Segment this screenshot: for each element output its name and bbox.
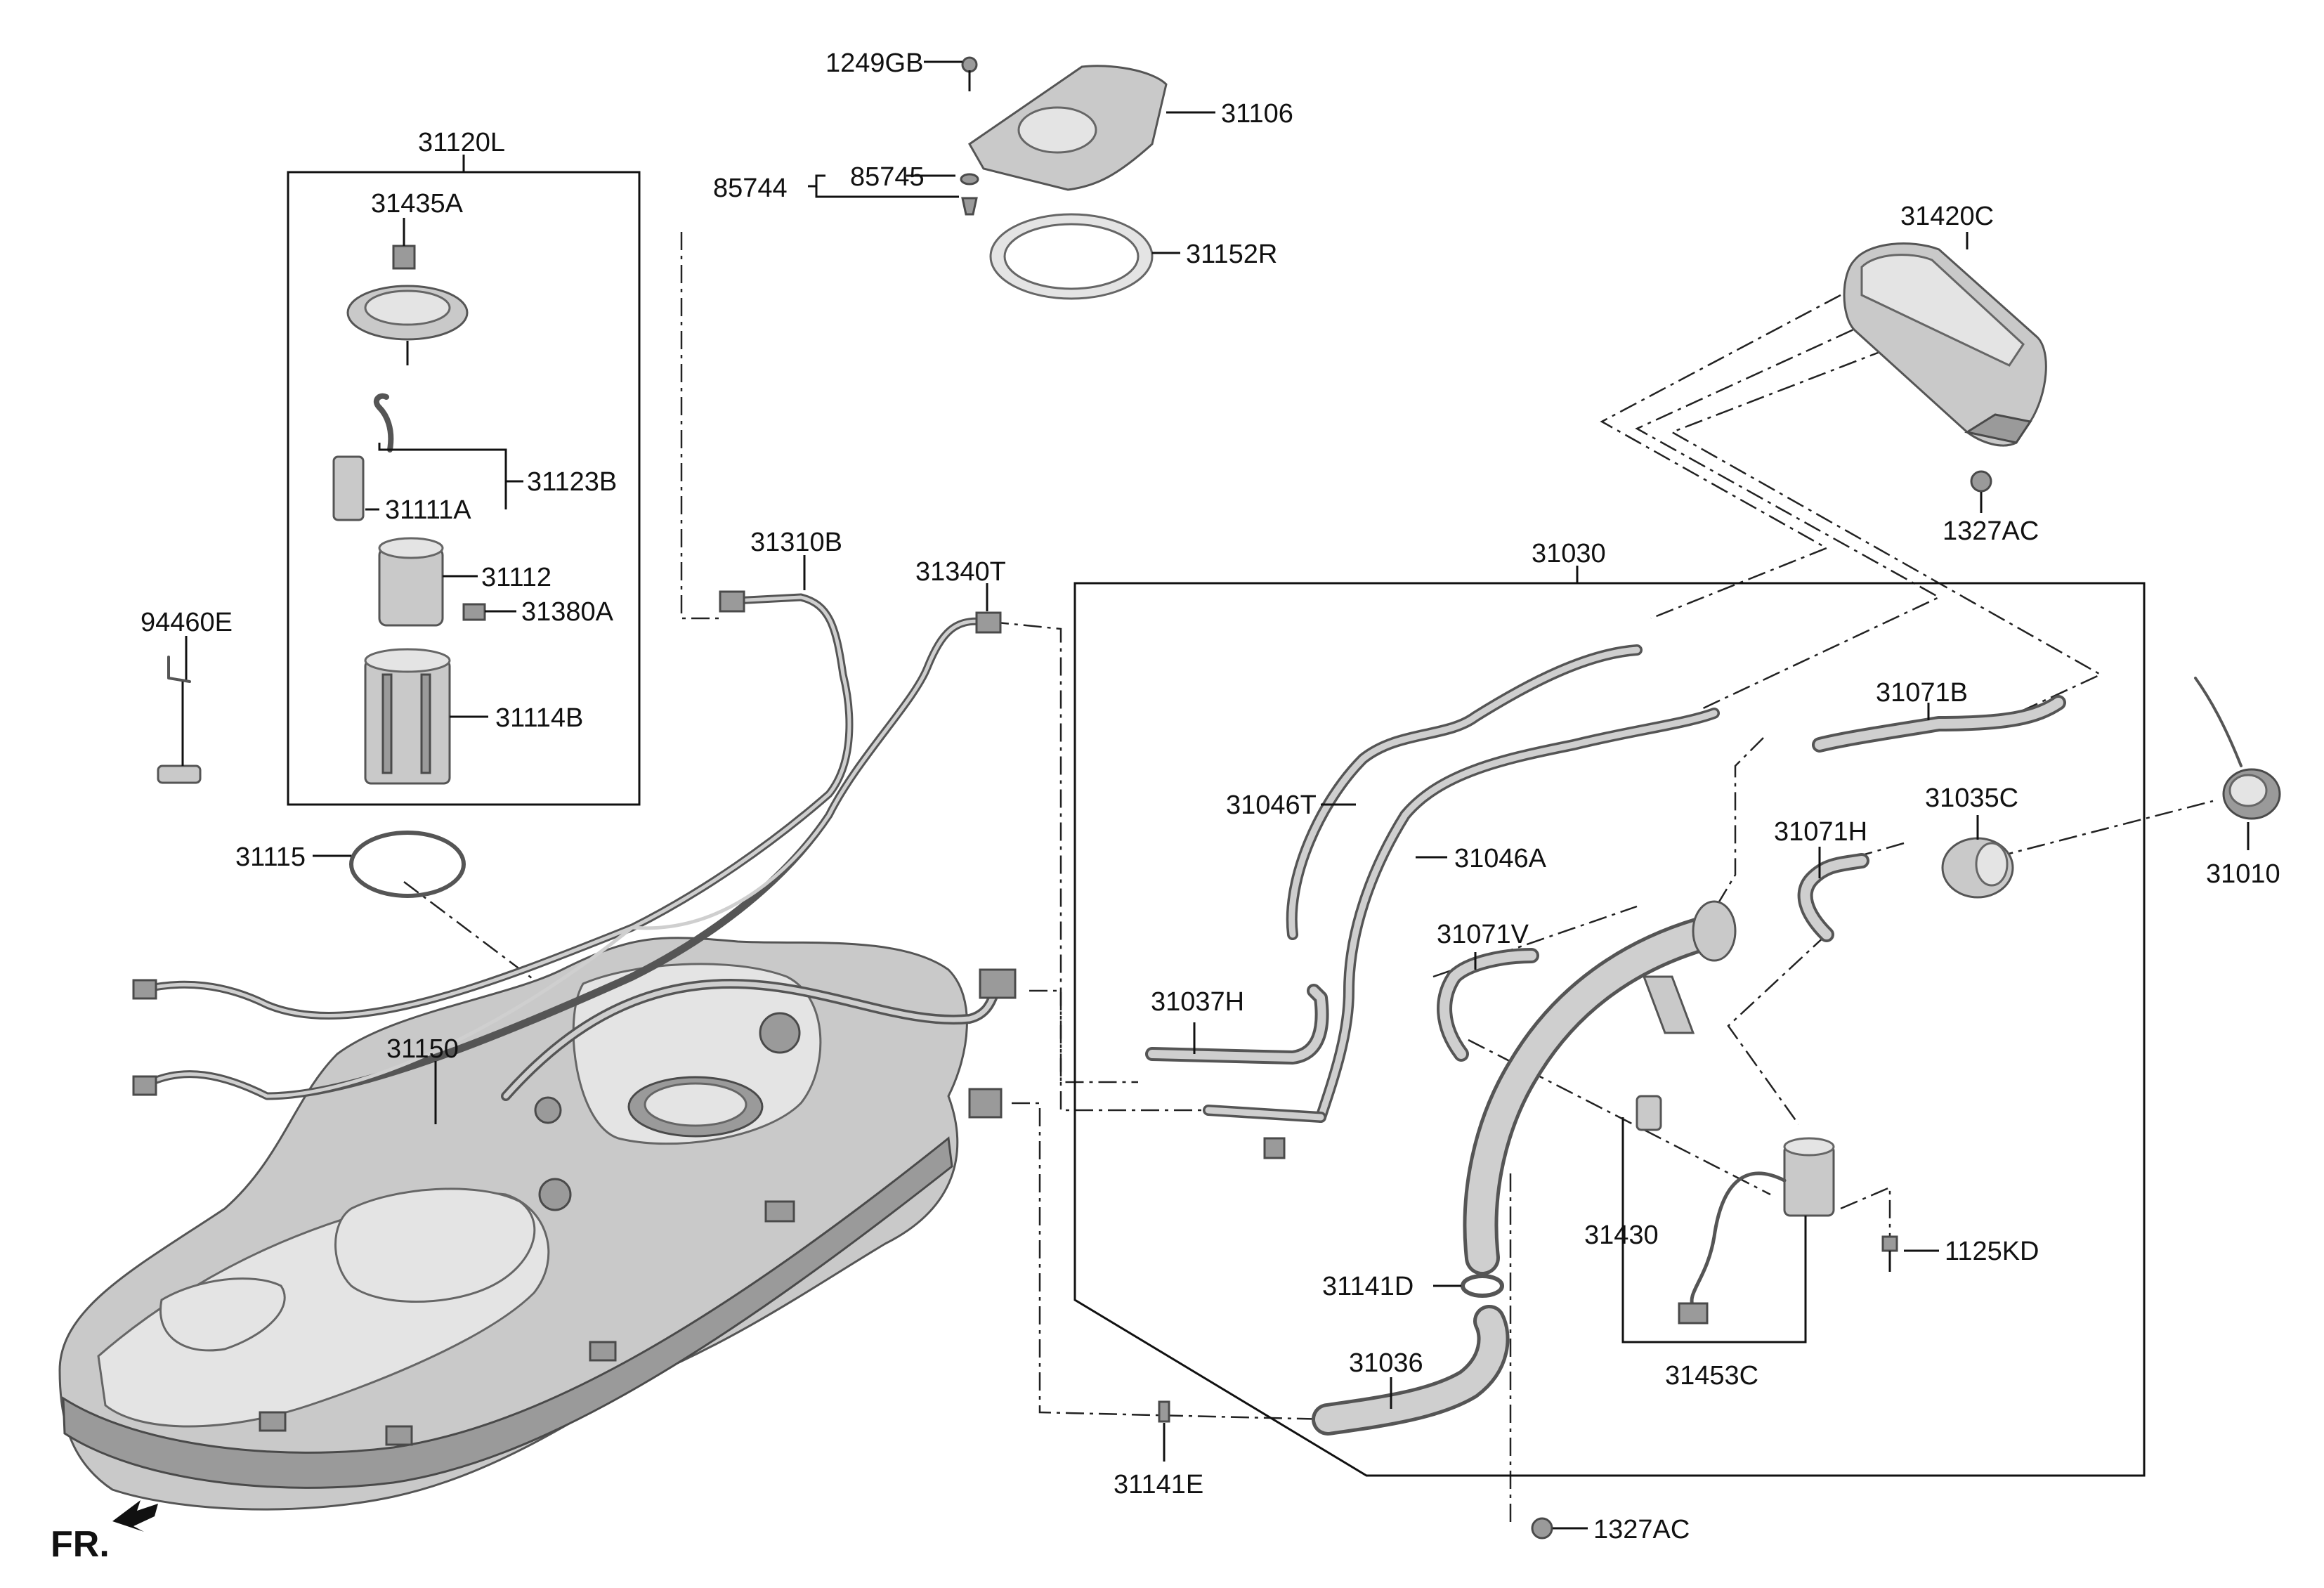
screw-1249GB-head xyxy=(961,56,978,73)
label-31420C: 31420C xyxy=(1900,202,1994,231)
label-94460E: 94460E xyxy=(141,608,233,637)
label-1125KD: 1125KD xyxy=(1945,1237,2039,1266)
label-31152R: 31152R xyxy=(1186,240,1277,269)
part-labels: 1249GB 31106 85744 85745 31152R 31120L 3… xyxy=(141,48,2280,1544)
label-31071H: 31071H xyxy=(1774,817,1867,847)
label-31010: 31010 xyxy=(2206,859,2280,889)
cover-group xyxy=(960,56,1168,300)
label-31071V: 31071V xyxy=(1437,920,1529,949)
label-31150: 31150 xyxy=(386,1034,459,1064)
fuel-level-sender-94460E xyxy=(157,646,202,784)
label-85745: 85745 xyxy=(850,162,925,192)
label-31112: 31112 xyxy=(481,563,551,592)
label-31141D: 31141D xyxy=(1322,1272,1414,1301)
label-31111A: 31111A xyxy=(385,495,471,525)
label-31030: 31030 xyxy=(1532,539,1606,568)
label-1327AC-bottom: 1327AC xyxy=(1593,1515,1690,1544)
label-31310B: 31310B xyxy=(750,528,842,557)
label-1327AC-top: 1327AC xyxy=(1943,516,2039,546)
filler-hoses xyxy=(1145,644,2066,1540)
clip-31141E xyxy=(1158,1400,1170,1423)
label-31141E: 31141E xyxy=(1114,1470,1203,1499)
label-31036: 31036 xyxy=(1349,1348,1423,1378)
label-31115: 31115 xyxy=(235,842,306,872)
orientation-label: FR. xyxy=(51,1524,110,1565)
label-31106: 31106 xyxy=(1221,99,1293,129)
fuel-feed-lines xyxy=(132,590,1002,1100)
label-31123B: 31123B xyxy=(527,467,617,497)
canister-nut-1327AC xyxy=(1970,470,1992,493)
label-31380A: 31380A xyxy=(521,597,614,627)
valve-31430 xyxy=(1636,1095,1662,1131)
label-31046T: 31046T xyxy=(1226,790,1317,820)
leader-lines xyxy=(185,60,2250,1530)
label-85744: 85744 xyxy=(713,174,788,203)
filler-assembly-frame xyxy=(1073,582,2146,1477)
front-direction-indicator: FR. xyxy=(51,1500,158,1565)
tank-o-ring-31115 xyxy=(349,831,466,898)
label-31037H: 31037H xyxy=(1151,987,1244,1017)
label-31071B: 31071B xyxy=(1876,678,1968,708)
label-31046A: 31046A xyxy=(1454,844,1547,873)
valve-parts xyxy=(1636,677,2281,1325)
pump-parts xyxy=(332,245,486,785)
label-31435A: 31435A xyxy=(371,189,464,219)
canister-31420C xyxy=(1843,242,2047,493)
label-31120L: 31120L xyxy=(418,128,505,157)
label-31430: 31430 xyxy=(1584,1221,1659,1250)
phantom-lines xyxy=(403,232,2214,1525)
label-31453C: 31453C xyxy=(1665,1361,1758,1391)
hose-clamp-31141D xyxy=(1461,1274,1504,1298)
front-arrow-icon xyxy=(112,1500,158,1532)
label-31035C: 31035C xyxy=(1925,783,2018,813)
label-1249GB: 1249GB xyxy=(825,48,923,78)
nut-1327AC-bottom xyxy=(1531,1517,1553,1540)
label-31340T: 31340T xyxy=(915,557,1006,587)
label-31114B: 31114B xyxy=(495,703,583,733)
fuel-tank xyxy=(58,937,1017,1511)
bolt-1125KD xyxy=(1881,1235,1898,1252)
